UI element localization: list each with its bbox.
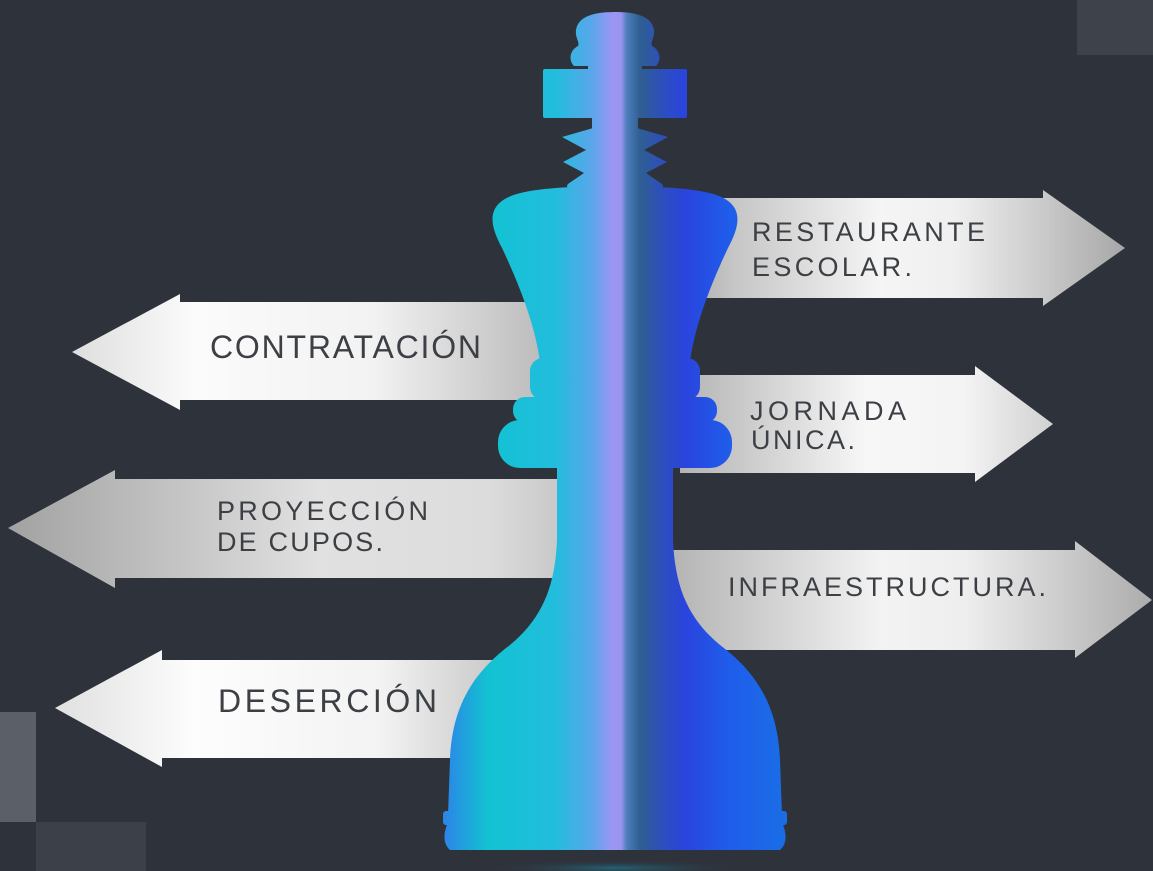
king-reflection bbox=[480, 860, 750, 871]
label-jornada-unica-line-1: JORNADA bbox=[750, 396, 906, 426]
arrow-infraestructura bbox=[660, 541, 1152, 658]
arrow-left-icon bbox=[72, 294, 560, 410]
arrow-contratacion bbox=[72, 294, 560, 410]
decor-square-left bbox=[0, 712, 36, 822]
arrow-right-icon bbox=[680, 190, 1125, 306]
decor-square-top-right bbox=[1077, 0, 1153, 55]
king-top-knob bbox=[570, 12, 660, 66]
king-base-foot bbox=[444, 822, 786, 850]
label-infraestructura: INFRAESTRUCTURA. bbox=[728, 572, 1046, 602]
arrow-right-icon bbox=[660, 541, 1152, 658]
chess-king-icon bbox=[443, 12, 787, 850]
label-proyeccion-de-cupos-line-2: DE CUPOS. bbox=[217, 527, 383, 557]
king-ring-3 bbox=[498, 420, 732, 468]
king-crown bbox=[492, 186, 738, 362]
arrow-left-icon bbox=[55, 650, 520, 767]
king-ring-2 bbox=[513, 397, 717, 423]
king-cross-bar bbox=[543, 69, 687, 118]
label-restaurante-escolar-line-1: RESTAURANTE bbox=[752, 217, 985, 247]
arrow-jornada-unica bbox=[680, 366, 1053, 482]
king-base-ridge bbox=[443, 811, 787, 825]
label-proyeccion-de-cupos-line-1: PROYECCIÓN bbox=[217, 495, 428, 526]
arrow-left-icon bbox=[8, 470, 575, 588]
arrow-desercion bbox=[55, 650, 520, 767]
label-desercion: DESERCIÓN bbox=[218, 683, 437, 719]
king-body bbox=[448, 462, 782, 815]
decor-square-bottom bbox=[36, 822, 146, 871]
king-ring-1 bbox=[530, 358, 700, 400]
arrows-group bbox=[8, 190, 1152, 767]
arrow-restaurante-escolar bbox=[680, 190, 1125, 306]
label-contratacion: CONTRATACIÓN bbox=[210, 329, 481, 365]
arrow-labels: RESTAURANTE ESCOLAR. CONTRATACIÓN JORNAD… bbox=[210, 217, 1046, 719]
arrow-proyeccion-de-cupos bbox=[8, 470, 575, 588]
label-restaurante-escolar-line-2: ESCOLAR. bbox=[752, 252, 912, 282]
arrow-right-icon bbox=[680, 366, 1053, 482]
